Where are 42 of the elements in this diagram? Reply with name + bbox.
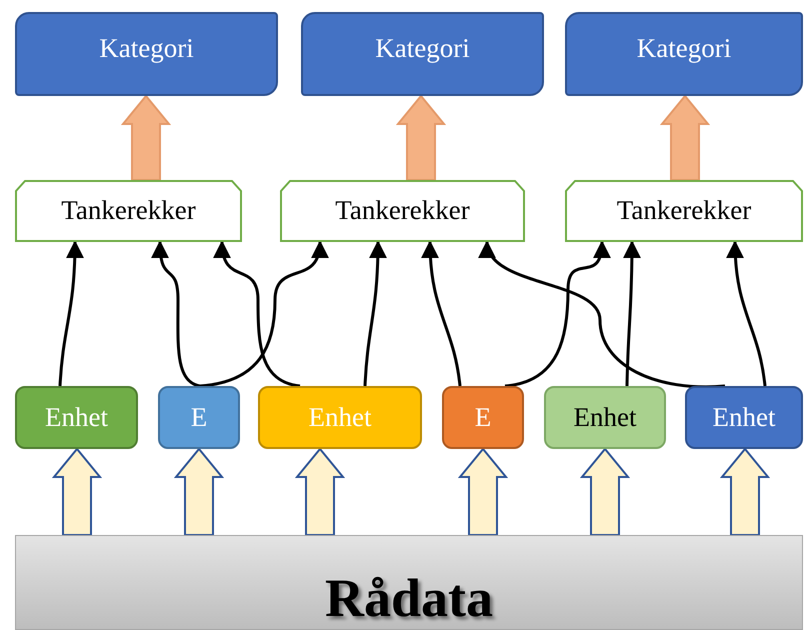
curved-arrow xyxy=(726,240,766,386)
curved-arrow xyxy=(152,240,200,388)
unit-box xyxy=(442,386,524,449)
curved-arrow xyxy=(364,240,387,386)
box-label: Tankerekker xyxy=(61,194,196,228)
block-arrow xyxy=(52,447,102,536)
snipped-box xyxy=(280,180,525,242)
box-label: Enhet xyxy=(308,400,372,434)
block-arrow xyxy=(580,447,630,536)
curved-arrow xyxy=(214,240,300,388)
category-box xyxy=(15,12,278,96)
block-arrow xyxy=(174,447,224,536)
box-label: Kategori xyxy=(99,32,194,65)
curved-arrow xyxy=(58,240,84,386)
box-label: Kategori xyxy=(375,32,470,65)
unit-box xyxy=(685,386,803,449)
box-label: Enhet xyxy=(712,400,776,434)
curved-arrow xyxy=(200,240,328,388)
box-label: E xyxy=(190,400,208,434)
snipped-box xyxy=(565,180,803,242)
band-title: Rådata xyxy=(324,571,493,625)
block-arrow xyxy=(120,94,172,181)
category-box xyxy=(565,12,803,96)
block-arrow xyxy=(294,447,346,536)
box-label: Enhet xyxy=(45,400,108,434)
category-box xyxy=(301,12,544,96)
unit-box xyxy=(15,386,138,449)
block-arrow xyxy=(458,447,508,536)
block-arrow xyxy=(660,94,710,181)
box-label: Tankerekker xyxy=(616,194,752,228)
curved-arrow xyxy=(421,240,462,386)
box-label: E xyxy=(474,400,492,434)
unit-box xyxy=(158,386,240,449)
box-label: Kategori xyxy=(636,32,732,65)
box-label: Enhet xyxy=(574,400,636,434)
block-arrow xyxy=(396,94,446,181)
snipped-box xyxy=(15,180,242,242)
unit-box xyxy=(258,386,422,449)
unit-box xyxy=(544,386,666,449)
data-band xyxy=(15,535,803,630)
block-arrow xyxy=(720,447,770,536)
box-label: Tankerekker xyxy=(335,194,470,228)
